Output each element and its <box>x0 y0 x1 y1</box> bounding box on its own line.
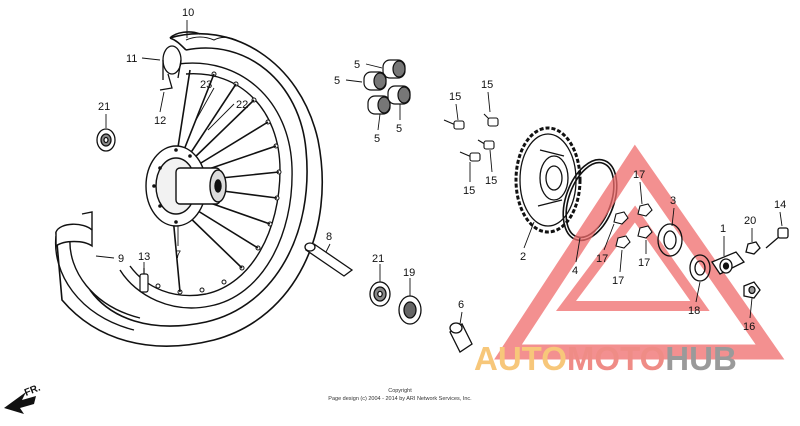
callout-17-a: 17 <box>596 253 608 265</box>
watermark-wordmark: AUTOMOTOHUB <box>474 340 737 377</box>
copyright-line-2: Page design (c) 2004 - 2014 by ARI Netwo… <box>328 396 472 402</box>
chain-adjuster-illustration <box>711 251 746 275</box>
callout-15-a: 15 <box>449 91 461 103</box>
callout-3: 3 <box>670 195 676 207</box>
callout-18: 18 <box>688 305 700 317</box>
callout-15-d: 15 <box>485 175 497 187</box>
callout-7: 7 <box>175 249 181 261</box>
callout-16: 16 <box>743 321 755 333</box>
front-direction-arrow: FR. <box>4 382 42 414</box>
watermark-word-auto: AUTO <box>474 340 567 377</box>
callout-10: 10 <box>182 7 194 19</box>
callout-5-c: 5 <box>374 133 380 145</box>
tube-valve-illustration <box>159 45 182 91</box>
collar-18-illustration <box>689 254 711 282</box>
callout-4: 4 <box>572 265 578 277</box>
damper-rubbers-illustration <box>363 59 411 115</box>
callout-12: 12 <box>154 115 166 127</box>
callout-17-b: 17 <box>633 169 645 181</box>
callout-14: 14 <box>774 199 786 211</box>
distance-collar-illustration <box>449 322 473 353</box>
oil-seal-illustration <box>398 295 422 325</box>
callout-6: 6 <box>458 299 464 311</box>
leader-lines <box>95 20 783 325</box>
callout-11: 11 <box>126 53 137 65</box>
callout-23: 23 <box>200 79 212 91</box>
callout-15-b: 15 <box>481 79 493 91</box>
callout-17-d: 17 <box>638 257 650 269</box>
washer-3-illustration <box>657 223 683 257</box>
axle-spacer-illustration <box>304 242 354 277</box>
callout-13: 13 <box>138 251 150 263</box>
bearing-left-illustration <box>96 128 116 152</box>
callout-21-left: 21 <box>98 101 110 113</box>
studs-illustration <box>443 113 499 162</box>
callout-5-d: 5 <box>396 123 402 135</box>
callout-21-right: 21 <box>372 253 384 265</box>
rim-band-illustration <box>54 211 141 331</box>
callout-8: 8 <box>326 231 332 243</box>
callout-22: 22 <box>236 99 248 111</box>
callout-2: 2 <box>520 251 526 263</box>
watermark-word-moto: MOTO <box>567 340 665 377</box>
tire-illustration <box>55 31 323 347</box>
nuts-17-illustration <box>613 203 653 249</box>
part-callouts: 10 11 12 23 22 21 7 9 13 5 5 5 5 15 15 1… <box>98 7 786 333</box>
callout-1: 1 <box>720 223 726 235</box>
front-direction-label: FR. <box>23 382 42 398</box>
callout-15-c: 15 <box>463 185 475 197</box>
bearing-right-illustration <box>369 281 391 307</box>
wheel-hub-illustration <box>145 145 227 227</box>
copyright-line-1: Copyright <box>388 388 412 394</box>
sprocket-illustration <box>514 126 582 234</box>
callout-5-a: 5 <box>354 59 360 71</box>
watermark-word-hub: HUB <box>665 340 737 377</box>
adjuster-bolt-illustration <box>743 227 789 299</box>
callout-17-c: 17 <box>612 275 624 287</box>
callout-5-b: 5 <box>334 75 340 87</box>
callout-9: 9 <box>118 253 124 265</box>
copyright-block: Copyright Page design (c) 2004 - 2014 by… <box>328 388 472 402</box>
callout-20: 20 <box>744 215 756 227</box>
callout-19: 19 <box>403 267 415 279</box>
svg-text:AUTOMOTOHUB: AUTOMOTOHUB <box>474 340 737 377</box>
